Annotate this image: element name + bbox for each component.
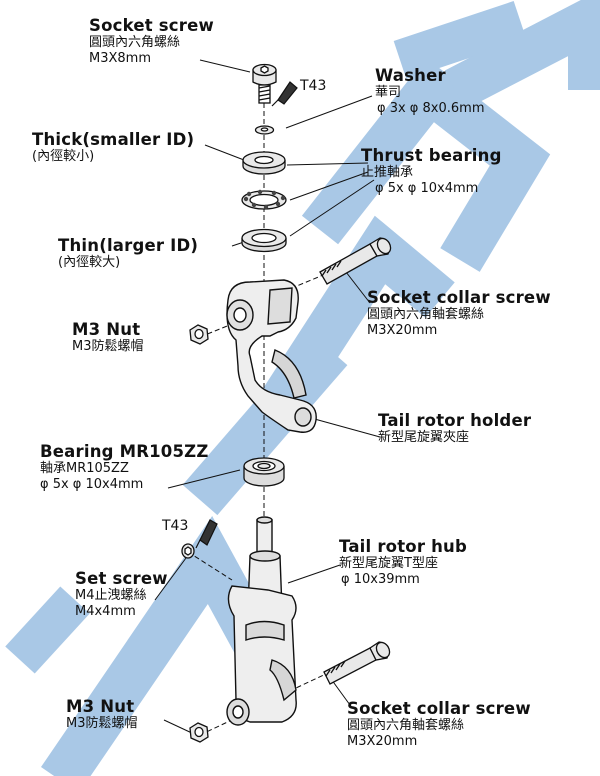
set-screw-part [181, 543, 195, 559]
m3-nut-top-title: M3 Nut [72, 320, 141, 339]
m3-nut-bottom-part [189, 722, 209, 743]
label-collar-screw-top: Socket collar screw 圓頭內六角軸套螺絲 M3X20mm [367, 288, 551, 338]
bearing-spec: φ 5x φ 10x4mm [40, 476, 144, 492]
socket-screw-top-spec: M3X8mm [89, 50, 151, 66]
thin-sub: (內徑較大) [58, 255, 121, 271]
socket-screw-top-sub: 圓頭內六角螺絲 [89, 35, 181, 51]
thrust-bearing-sub: 止推軸承 [361, 165, 414, 181]
washer-title: Washer [375, 66, 446, 85]
label-thrust-bearing: Thrust bearing 止推軸承 φ 5x φ 10x4mm [361, 146, 502, 196]
t43-bottle-top-icon [271, 81, 298, 107]
label-tail-rotor-hub: Tail rotor hub 新型尾旋翼T型座 φ 10x39mm [339, 537, 467, 587]
t43-top-label: T43 [300, 78, 327, 94]
label-set-screw: Set screw M4止洩螺絲 M4x4mm [75, 569, 168, 619]
bearing-title: Bearing MR105ZZ [40, 442, 209, 461]
set-screw-sub: M4止洩螺絲 [75, 588, 147, 604]
collar-screw-top-title: Socket collar screw [367, 288, 551, 307]
socket-screw-top-part [252, 63, 277, 104]
washer-spec: φ 3x φ 8x0.6mm [377, 100, 485, 116]
thrust-bearing-spec: φ 5x φ 10x4mm [375, 180, 479, 196]
label-tail-rotor-holder: Tail rotor holder 新型尾旋翼夾座 [378, 411, 531, 446]
collar-screw-bottom-spec: M3X20mm [347, 733, 418, 749]
m3-nut-bottom-sub: M3防鬆螺帽 [66, 716, 138, 732]
washer-part [254, 125, 275, 135]
socket-collar-screw-top-part [319, 237, 392, 285]
collar-screw-bottom-sub: 圓頭內六角軸套螺絲 [347, 718, 465, 734]
label-thick: Thick(smaller ID) (內徑較小) [32, 130, 194, 165]
thick-sub: (內徑較小) [32, 149, 95, 165]
tail-rotor-hub-part [226, 516, 297, 726]
tail-rotor-holder-sub: 新型尾旋翼夾座 [378, 430, 470, 446]
thrust-bearing-thick-part [242, 151, 286, 175]
set-screw-spec: M4x4mm [75, 603, 136, 619]
thin-title: Thin(larger ID) [58, 236, 199, 255]
m3-nut-bottom-title: M3 Nut [66, 697, 135, 716]
tail-rotor-hub-title: Tail rotor hub [339, 537, 468, 556]
thick-title: Thick(smaller ID) [32, 130, 195, 149]
collar-screw-top-sub: 圓頭內六角軸套螺絲 [367, 307, 485, 323]
bearing-mr105zz-part [243, 457, 285, 487]
tail-rotor-holder-part [226, 279, 317, 433]
washer-sub: 華司 [375, 85, 402, 101]
label-m3-nut-top: M3 Nut M3防鬆螺帽 [72, 320, 144, 355]
socket-screw-top-title: Socket screw [89, 16, 214, 35]
bearing-sub: 軸承MR105ZZ [40, 461, 129, 477]
label-bearing: Bearing MR105ZZ 軸承MR105ZZ φ 5x φ 10x4mm [40, 442, 209, 492]
collar-screw-top-spec: M3X20mm [367, 322, 438, 338]
m3-nut-top-part [189, 324, 209, 345]
label-washer: Washer 華司 φ 3x φ 8x0.6mm [375, 66, 484, 116]
tail-rotor-hub-sub: 新型尾旋翼T型座 [339, 556, 438, 572]
label-socket-screw-top: Socket screw 圓頭內六角螺絲 M3X8mm [89, 16, 214, 66]
label-collar-screw-bottom: Socket collar screw 圓頭內六角軸套螺絲 M3X20mm [347, 699, 531, 749]
socket-collar-screw-bottom-part [323, 641, 391, 685]
label-m3-nut-bottom: M3 Nut M3防鬆螺帽 [66, 697, 138, 732]
thrust-bearing-thin-part [241, 228, 287, 253]
thrust-bearing-title: Thrust bearing [361, 146, 502, 165]
thrust-bearing-cage-part [241, 189, 287, 210]
t43-bottle-bottom-icon [195, 519, 218, 549]
t43-bottom-label: T43 [162, 518, 189, 534]
label-thin: Thin(larger ID) (內徑較大) [58, 236, 198, 271]
set-screw-title: Set screw [75, 569, 168, 588]
collar-screw-bottom-title: Socket collar screw [347, 699, 531, 718]
tail-rotor-hub-spec: φ 10x39mm [341, 571, 420, 587]
m3-nut-top-sub: M3防鬆螺帽 [72, 339, 144, 355]
tail-rotor-holder-title: Tail rotor holder [378, 411, 532, 430]
leader-lines [154, 59, 381, 735]
